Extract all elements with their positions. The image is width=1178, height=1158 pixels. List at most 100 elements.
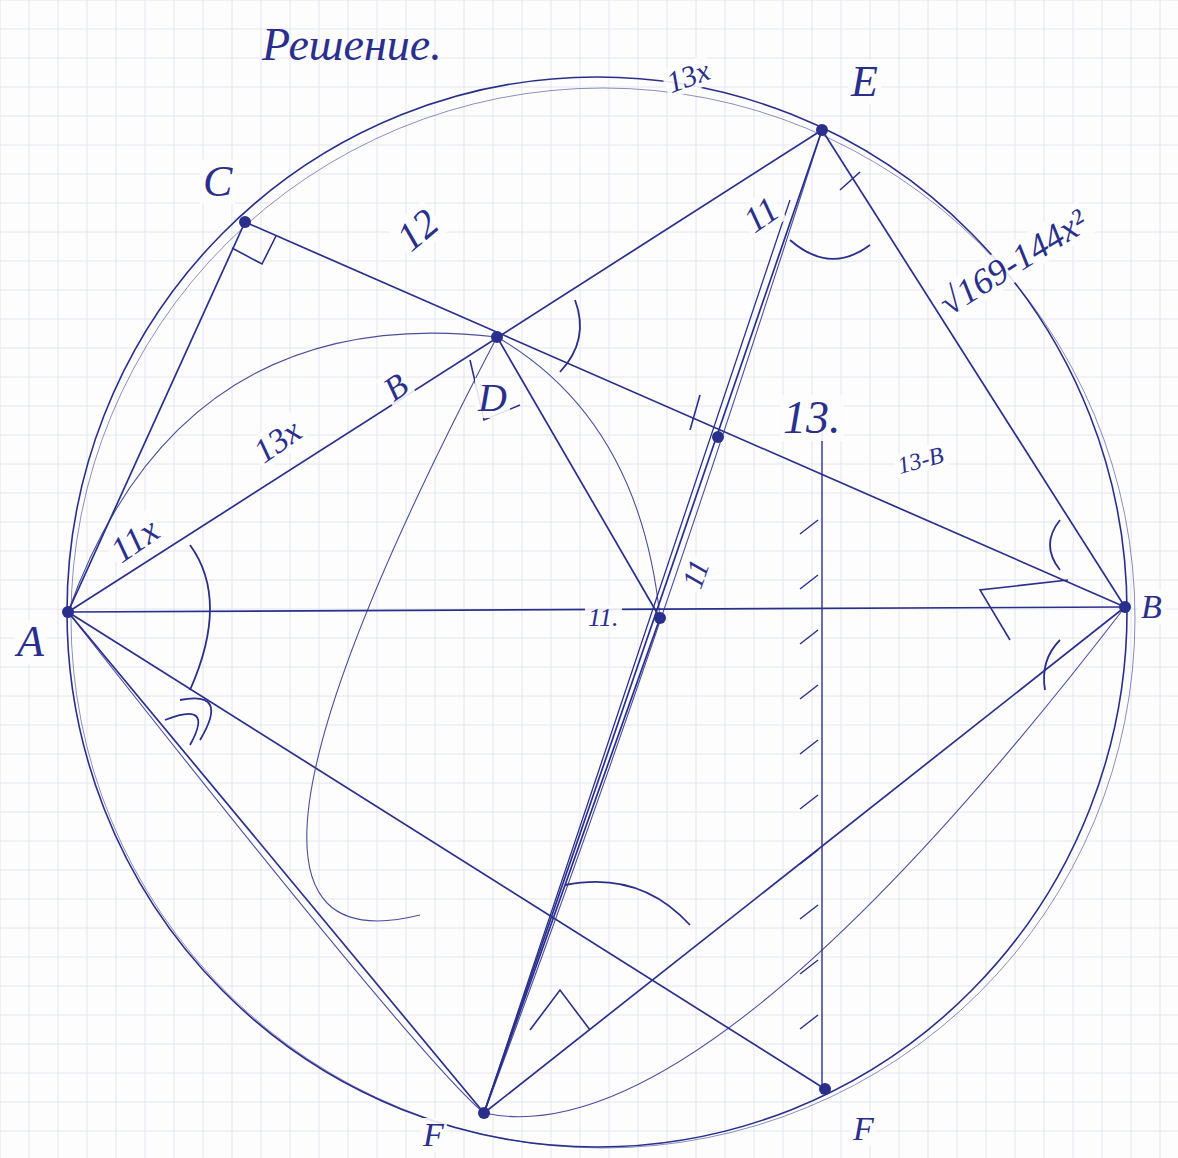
angle-arc xyxy=(1050,520,1060,570)
angle-mark xyxy=(840,172,860,190)
point-label: B xyxy=(375,366,416,409)
construction-arc xyxy=(68,333,497,612)
grid-line xyxy=(0,725,1178,726)
segment xyxy=(484,618,660,1113)
grid-line xyxy=(0,1073,1178,1074)
hatch-mark xyxy=(800,575,818,589)
segment xyxy=(68,612,825,1089)
point-label: 12 xyxy=(387,200,448,260)
hatch-mark xyxy=(800,520,818,534)
point-label: A xyxy=(14,620,47,664)
point-label: 11 xyxy=(676,553,716,595)
angle-mark xyxy=(980,580,1068,640)
grid-line xyxy=(0,348,1178,349)
grid-line xyxy=(0,580,1178,581)
grid-line xyxy=(0,435,1178,436)
angle-mark xyxy=(232,236,276,264)
grid-line xyxy=(0,464,1178,465)
grid-line xyxy=(0,58,1178,59)
grid-line xyxy=(0,203,1178,204)
perpendicular xyxy=(821,420,822,1089)
grid-line xyxy=(0,1102,1178,1103)
segment xyxy=(497,337,660,618)
point-label: F xyxy=(850,1112,877,1146)
grid-line xyxy=(0,551,1178,552)
angle-mark xyxy=(530,990,590,1030)
angle-arc xyxy=(790,240,870,259)
point xyxy=(816,124,828,136)
segment xyxy=(68,130,822,612)
hatch-mark xyxy=(800,905,818,919)
grid-line xyxy=(0,522,1178,523)
grid-line xyxy=(0,377,1178,378)
construction-arc xyxy=(484,607,1125,1117)
point-label: 13. xyxy=(780,395,844,441)
grid-line xyxy=(0,928,1178,929)
construction-arc xyxy=(68,612,484,1113)
point-label: 11. xyxy=(585,605,622,631)
title: Решение. xyxy=(262,22,442,68)
grid-line xyxy=(0,986,1178,987)
construction-arc xyxy=(484,130,822,1113)
segment xyxy=(484,607,1125,1113)
point xyxy=(819,1083,831,1095)
grid-line xyxy=(0,870,1178,871)
grid-line xyxy=(0,406,1178,407)
angle-arc xyxy=(560,300,580,372)
construction-arc xyxy=(307,337,497,921)
grid-line xyxy=(0,87,1178,88)
angle-arc xyxy=(565,882,690,925)
grid-line xyxy=(0,638,1178,639)
point-label: 13-B xyxy=(892,442,949,479)
hatch-mark xyxy=(800,850,818,864)
grid-line xyxy=(0,1044,1178,1045)
angle-arc xyxy=(1044,640,1060,690)
hatch-mark xyxy=(800,740,818,754)
segment xyxy=(484,130,822,1113)
segment xyxy=(484,200,790,1113)
point xyxy=(712,431,724,443)
grid-line xyxy=(0,696,1178,697)
point-label: C xyxy=(200,160,235,204)
point xyxy=(654,612,666,624)
segment xyxy=(68,612,484,1113)
angle-arc xyxy=(165,714,198,745)
point-label: √169-144x² xyxy=(930,201,1095,323)
point-label: 13x xyxy=(660,54,717,99)
grid-line xyxy=(0,319,1178,320)
grid-line xyxy=(0,0,1178,1)
angle-mark xyxy=(690,395,700,430)
grid-line xyxy=(0,1131,1178,1132)
circumcircle-retrace xyxy=(71,88,1135,1148)
point-label: 13x xyxy=(245,411,310,470)
grid-line xyxy=(0,493,1178,494)
point-label: D xyxy=(475,378,510,418)
point-label: E xyxy=(848,60,881,104)
grid-line xyxy=(0,232,1178,233)
point xyxy=(62,606,74,618)
angle-mark xyxy=(470,360,520,420)
hatch-mark xyxy=(800,685,818,699)
segment xyxy=(822,130,1125,607)
grid-line xyxy=(0,812,1178,813)
grid-line xyxy=(0,783,1178,784)
grid-line xyxy=(0,667,1178,668)
segment xyxy=(68,222,245,612)
grid-line xyxy=(0,754,1178,755)
hatch-mark xyxy=(800,1015,818,1029)
grid-line xyxy=(0,841,1178,842)
point xyxy=(491,331,503,343)
grid-line xyxy=(0,116,1178,117)
point xyxy=(1119,601,1131,613)
grid-line xyxy=(0,145,1178,146)
hatch-mark xyxy=(800,795,818,809)
point xyxy=(478,1107,490,1119)
point-label: 11x xyxy=(102,510,168,571)
circumcircle xyxy=(67,77,1127,1147)
point-label: F xyxy=(420,1118,447,1152)
grid-line xyxy=(0,899,1178,900)
grid-line xyxy=(0,174,1178,175)
angle-arc xyxy=(190,545,210,690)
